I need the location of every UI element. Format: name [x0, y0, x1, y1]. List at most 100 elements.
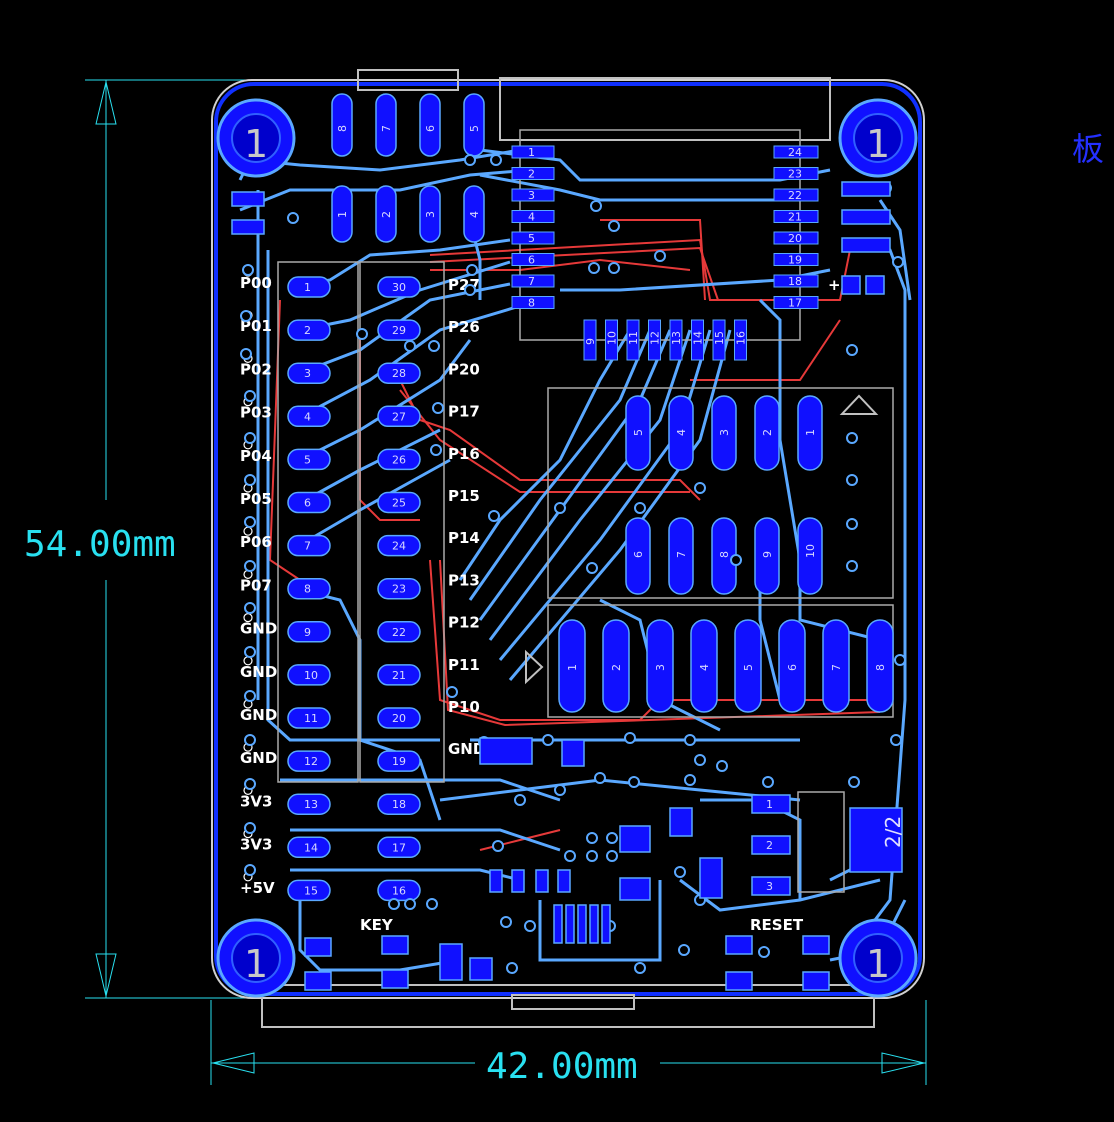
via: [244, 560, 256, 572]
regulator-pad-number: 2: [766, 839, 773, 852]
via: [244, 734, 256, 746]
ic-pin: [773, 145, 819, 159]
ic-pin: [773, 296, 819, 309]
via: [586, 832, 598, 844]
right-header-pad: [377, 534, 421, 557]
right-pin-label: P12: [448, 614, 480, 632]
ic-pin-number: 17: [788, 297, 802, 310]
display2-pad-number: 4: [698, 664, 711, 671]
via: [287, 212, 299, 224]
left-header-pad: [287, 534, 331, 557]
via: [242, 264, 254, 276]
mount-holes: 1 1 1 1: [216, 98, 918, 998]
via: [624, 732, 636, 744]
ic-pin-number: 8: [528, 297, 535, 310]
top-connector-pad-number: 5: [468, 125, 481, 132]
display-pin1-marker: [839, 394, 879, 415]
part-label-2-2: 2/2: [881, 816, 905, 848]
ic-pin-number: 1: [528, 146, 535, 159]
smd-components: [231, 181, 903, 991]
via: [244, 474, 256, 486]
right-header-pad-number: 23: [392, 583, 406, 596]
via: [244, 864, 256, 876]
display-pad-number: 10: [804, 544, 817, 558]
regulator-pad: [751, 794, 791, 814]
svg-text:1: 1: [244, 122, 268, 166]
via: [892, 256, 904, 268]
left-header-pad-number: 12: [304, 755, 318, 768]
left-header-pad-number: 6: [304, 497, 311, 510]
via: [846, 474, 858, 486]
svg-text:1: 1: [866, 122, 890, 166]
left-header-pad-number: 7: [304, 540, 311, 553]
via: [240, 310, 252, 322]
right-header-pad: [377, 707, 421, 729]
right-header-pad: [377, 319, 421, 341]
ic-pin-number: 21: [788, 211, 802, 224]
top-connector-pad-number: 3: [424, 211, 437, 218]
via: [428, 340, 440, 352]
left-pin-label: P01: [240, 317, 272, 335]
display2-pad: [822, 619, 850, 713]
left-header-pad: [287, 621, 331, 643]
display2-pad-number: 6: [786, 664, 799, 671]
top-connector-pad: [331, 185, 353, 243]
left-header-pad-number: 4: [304, 410, 311, 423]
right-header-pad-number: 24: [392, 540, 406, 553]
display2-pad: [734, 619, 762, 713]
ic-pin-number: 19: [788, 254, 802, 267]
left-pin-label: P00: [240, 274, 272, 292]
via: [846, 344, 858, 356]
ic-pin: [712, 319, 726, 361]
via: [244, 778, 256, 790]
via: [684, 734, 696, 746]
top-connector-pad-number: 1: [336, 211, 349, 218]
display2-pad: [602, 619, 630, 713]
via: [244, 646, 256, 658]
right-pin-label: P13: [448, 571, 480, 589]
left-header-pad: [287, 577, 331, 600]
left-header-pad-number: 13: [304, 798, 318, 811]
ic-pin-number: 6: [528, 254, 535, 267]
display-outline: [547, 387, 894, 599]
right-header-pad-number: 26: [392, 453, 406, 466]
mount-hole-bottom-right: 1: [838, 918, 918, 998]
right-pin-label: P17: [448, 403, 480, 421]
left-header-pad: [287, 793, 331, 815]
ic-pin: [511, 253, 555, 266]
regulator-pad: [751, 876, 791, 896]
left-header-pad-number: 15: [304, 884, 318, 897]
via: [506, 962, 518, 974]
top-connector-pad-number: 8: [336, 125, 349, 132]
top-connector-pad-number: 4: [468, 211, 481, 218]
ic-pin: [648, 319, 661, 361]
right-header-pad: [377, 750, 421, 772]
right-header-pad: [377, 793, 421, 815]
right-header-pad-number: 21: [392, 669, 406, 682]
via: [730, 554, 742, 566]
via: [404, 898, 416, 910]
ic-pin-number: 15: [713, 331, 726, 345]
display2-pad-number: 7: [830, 664, 843, 671]
left-header-pad-number: 8: [304, 583, 311, 596]
right-header-pad: [377, 664, 421, 686]
right-header-pad-number: 28: [392, 367, 406, 380]
right-header-pad-number: 17: [392, 841, 406, 854]
left-header-pad-number: 9: [304, 626, 311, 639]
regulator-pad-number: 3: [766, 880, 773, 893]
left-pin-label: P07: [240, 576, 272, 594]
right-pin-label: P10: [448, 698, 480, 716]
display-pad-number: 2: [761, 429, 774, 436]
top-connector-pad-number: 6: [424, 125, 437, 132]
ic-pin: [773, 274, 819, 288]
via: [890, 734, 902, 746]
top-connector-pad: [419, 93, 441, 157]
via: [500, 916, 512, 928]
left-header-pad: [287, 491, 331, 514]
left-header-pad: [287, 707, 331, 729]
via: [628, 776, 640, 788]
left-pin-label: GND: [240, 663, 277, 681]
display-pad: [797, 395, 823, 471]
left-header-pad-number: 5: [304, 453, 311, 466]
via: [244, 390, 256, 402]
